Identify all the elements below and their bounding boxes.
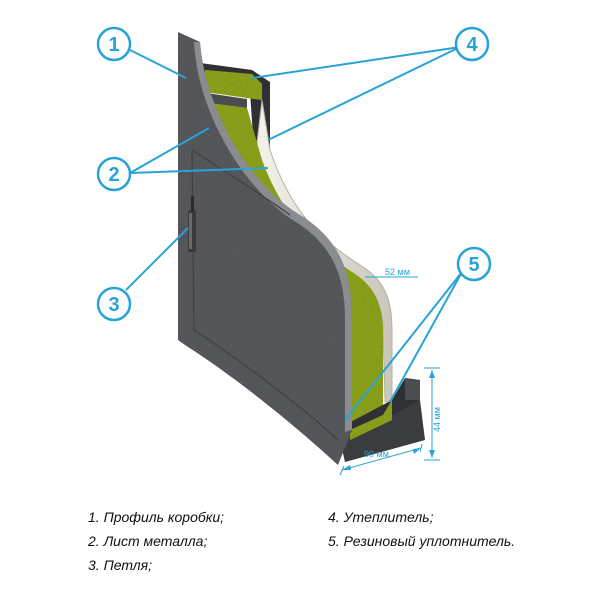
hinge (188, 196, 196, 252)
panel-seam (191, 149, 339, 441)
callout-1: 1 (96, 26, 132, 62)
frame-profile-bottom (340, 378, 425, 462)
callout-2: 2 (96, 156, 132, 192)
callout-leaders (125, 46, 463, 421)
dimension-thickness-label: 52 мм (385, 267, 410, 277)
legend-left: 1. Профиль коробки; 2. Лист металла; 3. … (88, 505, 224, 577)
legend-item-2: 2. Лист металла; (88, 533, 208, 549)
callout-2-number: 2 (108, 164, 119, 186)
metal-sheet-edge (194, 42, 352, 432)
dimension-width-label: 90 мм (364, 449, 389, 459)
callout-4: 4 (454, 26, 490, 62)
callout-4-number: 4 (466, 34, 478, 56)
insulation-top (205, 70, 262, 100)
dimension-height-label: 44 мм (432, 407, 442, 432)
callout-3: 3 (96, 286, 132, 322)
dimension-width (339, 443, 423, 476)
metal-sheet (178, 32, 352, 465)
legend-item-1: 1. Профиль коробки; (88, 509, 225, 525)
door-cross-section-diagram: 1 2 3 4 5 52 мм 90 мм 44 мм (96, 26, 492, 476)
legend-item-3: 3. Петля; (88, 557, 152, 573)
callout-5: 5 (456, 246, 492, 282)
dimension-thickness: 52 мм (365, 267, 418, 278)
legend-item-4: 4. Утеплитель; (328, 509, 434, 525)
callout-1-number: 1 (108, 34, 119, 56)
dimension-height (424, 367, 440, 461)
callout-5-number: 5 (468, 254, 479, 276)
legend-right: 4. Утеплитель; 5. Резиновый уплотнитель. (328, 505, 515, 553)
legend-item-5: 5. Резиновый уплотнитель. (328, 533, 516, 549)
callout-3-number: 3 (108, 294, 119, 316)
